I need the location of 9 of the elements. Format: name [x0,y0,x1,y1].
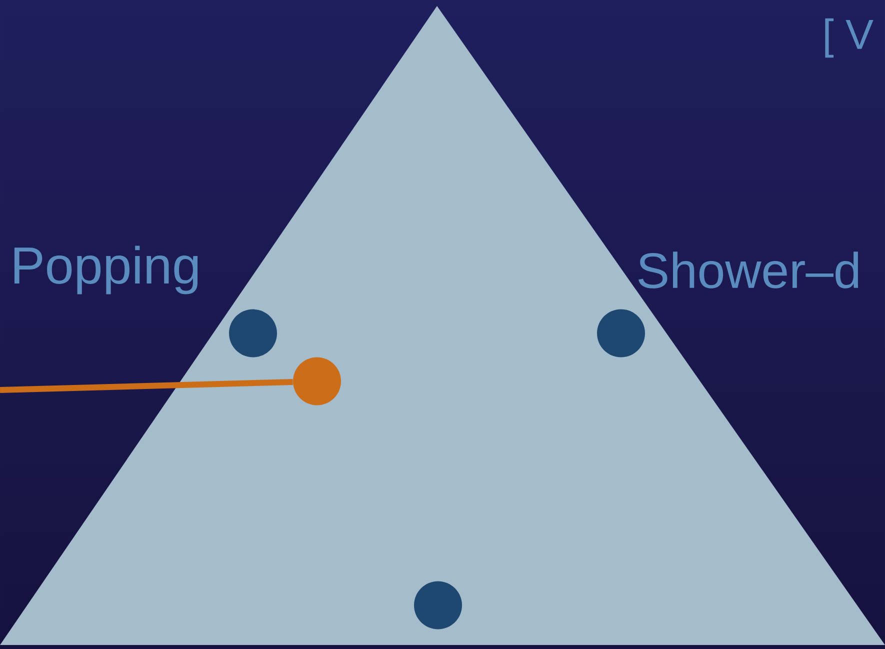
triangle [0,6,885,645]
line [0,378,293,393]
circle [597,309,645,358]
circle [293,357,341,406]
circle [229,309,277,358]
circle [414,581,462,630]
label: Shower–d [638,252,858,288]
label: Popping [14,246,198,294]
label: [ V [825,18,874,58]
